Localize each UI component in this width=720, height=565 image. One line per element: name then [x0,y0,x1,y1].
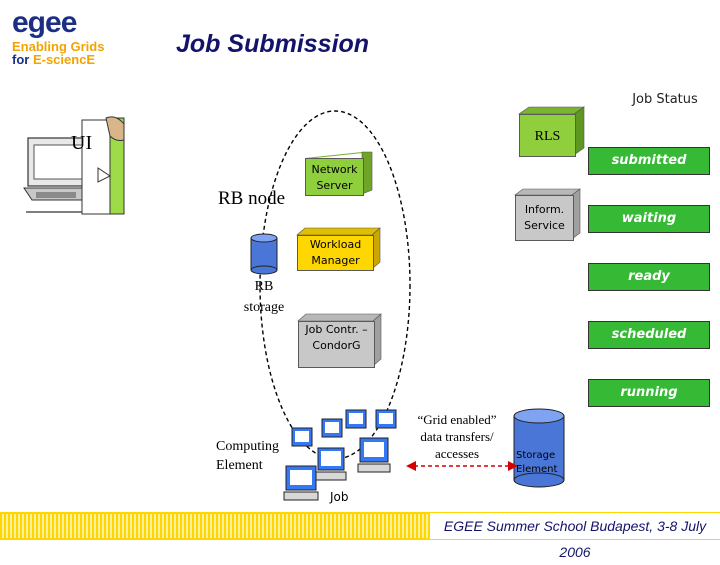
computer-icon [357,437,391,473]
workload-manager-box-faces [296,227,381,270]
data-transfer-arrow [406,461,518,471]
status-running: running [588,379,710,407]
egee-logo: egee [12,6,77,40]
workload-manager-box: Workload Manager [297,235,374,271]
footer-text: EGEE Summer School Budapest, 3-8 July 20… [430,513,720,560]
status-waiting: waiting [588,205,710,233]
logo-mark: egee [12,6,77,39]
ui-label: UI [71,132,93,154]
logo-line-2-brand: E-sciencE [32,52,96,67]
page-title: Job Submission [176,30,370,58]
network-server-text: Network Server [311,163,358,192]
diagram-canvas [23,106,585,501]
job-status-label: Job Status [632,92,698,107]
computing-element-label: Computing Element [216,439,280,473]
job-contr-text: Job Contr. – CondorG [305,323,368,352]
logo-line-2-prefix: for [12,52,33,67]
ui-workstation-icon [23,116,125,215]
computer-icon [321,418,343,438]
status-submitted: submitted [588,147,710,175]
logo-tagline: Enabling Grids for E-sciencE [12,40,104,66]
rb-node-label: RB node [218,188,286,209]
storage-element-label: Storage Element [516,450,558,475]
status-scheduled: scheduled [588,321,710,349]
inform-service-box: Inform. Service [515,195,574,241]
rls-text: RLS [534,129,561,144]
rb-storage-label: RB storage [243,279,285,315]
inform-service-box-faces [514,188,581,240]
rls-box: RLS [519,114,576,157]
job-contr-box: Job Contr. – CondorG [298,321,375,368]
computing-element-cluster-icon [283,409,397,501]
storage-element-cylinder-icon [513,408,565,488]
computer-icon [291,427,313,447]
workload-manager-text: Workload Manager [309,238,362,267]
job-label: Job [330,490,349,504]
computer-icon [315,447,347,481]
inform-service-text: Inform. Service [524,203,565,232]
computer-icon [375,409,397,429]
logo-line-1: Enabling Grids [12,39,105,54]
status-ready: ready [588,263,710,291]
computer-icon [283,465,319,501]
network-server-box: Network Server [305,158,364,196]
data-transfer-note: “Grid enabled” data transfers/ accesses [417,412,497,461]
computer-icon [345,409,367,429]
rb-storage-cylinder-icon [250,233,278,275]
